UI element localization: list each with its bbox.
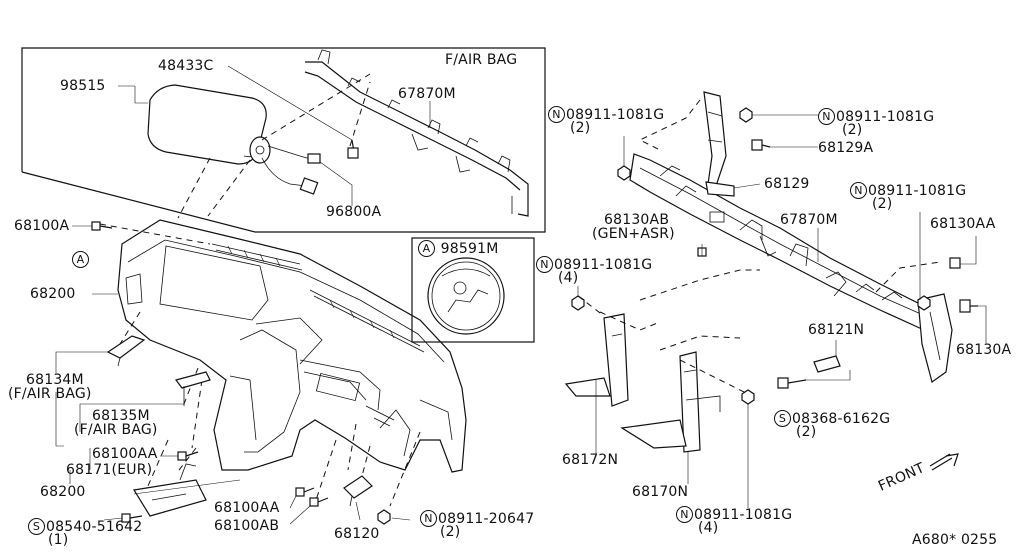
part-qty-08911-1081g-r: (2) — [872, 196, 893, 212]
nut-08911-bot — [741, 389, 755, 405]
bolt-68129a — [751, 139, 771, 151]
part-label-68200-top: 68200 — [30, 286, 76, 302]
bolt-68100ab — [309, 497, 329, 507]
bracket-68172n — [564, 313, 629, 407]
part-label-68200-bottom: 68200 — [40, 484, 86, 500]
part-qty-08911-1081g-bot: (4) — [698, 520, 719, 536]
part-label-68100a: 68100A — [14, 218, 70, 234]
part-label-68129a: 68129A — [818, 140, 874, 156]
airbag-detail-panel — [21, 47, 546, 233]
part-qty-08911-1081g-ml: (4) — [558, 270, 579, 286]
reference-a-marker: A — [72, 251, 90, 268]
part-label-68120: 68120 — [334, 526, 380, 542]
instrument-panel — [117, 219, 467, 473]
part-qty-08911-1081g-tr: (2) — [842, 122, 863, 138]
bracket-68171 — [133, 463, 207, 517]
part-qty-08368: (2) — [796, 424, 817, 440]
bolt-68100a — [91, 221, 113, 231]
part-label-68100aa-left: 68100AA — [92, 446, 158, 462]
part-label-68172n: 68172N — [562, 452, 619, 468]
bolt-68130aa — [949, 257, 961, 269]
bolt-68100aa-bottom — [295, 487, 315, 497]
part-label-68130a: 68130A — [956, 342, 1012, 358]
part-label-67870m-detail: 67870M — [398, 86, 456, 102]
part-label-48433c: 48433C — [158, 58, 214, 74]
nut-08911-r — [917, 295, 931, 311]
part-label-68100aa-bottom: 68100AA — [214, 500, 280, 516]
bracket-68121n — [813, 355, 841, 373]
part-label-68170n: 68170N — [632, 484, 689, 500]
panel-title: F/AIR BAG — [445, 52, 518, 68]
nut-08911-tl — [617, 165, 631, 181]
nut-08911-tr — [739, 107, 753, 123]
screw-08368 — [777, 377, 807, 389]
part-note-68130ab: (GEN+ASR) — [592, 226, 675, 242]
part-note-68135m: (F/AIR BAG) — [74, 422, 158, 438]
part-qty-08911-1081g-tl: (2) — [570, 120, 591, 136]
bracket-68170n — [620, 351, 721, 453]
part-qty-08540: (1) — [48, 532, 69, 548]
part-label-68135m: 68135M — [92, 408, 150, 424]
part-label-68121n: 68121N — [808, 322, 865, 338]
bracket-68120 — [343, 475, 373, 507]
airbag-module — [147, 84, 271, 165]
bracket-68135m — [174, 371, 211, 406]
part-label-67870m-main: 67870M — [780, 212, 838, 228]
part-label-68130ab: 68130AB — [604, 212, 670, 228]
part-label-98515: 98515 — [60, 78, 106, 94]
part-label-68129: 68129 — [764, 176, 810, 192]
front-arrow — [929, 453, 959, 471]
nut-08911-20647 — [377, 509, 391, 525]
steering-member-detail — [304, 49, 529, 217]
part-label-96800a: 96800A — [326, 204, 382, 220]
bolt-48433c — [347, 139, 359, 159]
inset-label-98591m: A 98591M — [418, 240, 498, 257]
part-note-68134m: (F/AIR BAG) — [8, 386, 92, 402]
bracket-68134m — [106, 335, 146, 367]
part-qty-08911-20647: (2) — [440, 524, 461, 540]
steering-member — [629, 91, 953, 383]
diagram-code: A680* 0255 — [912, 532, 998, 548]
nut-08911-ml — [571, 295, 585, 311]
part-label-68130aa: 68130AA — [930, 216, 996, 232]
part-label-68171: 68171(EUR) — [66, 462, 153, 478]
part-label-68100ab: 68100AB — [214, 518, 280, 534]
airbag-label-inset — [411, 237, 535, 343]
part-label-68134m: 68134M — [26, 372, 84, 388]
